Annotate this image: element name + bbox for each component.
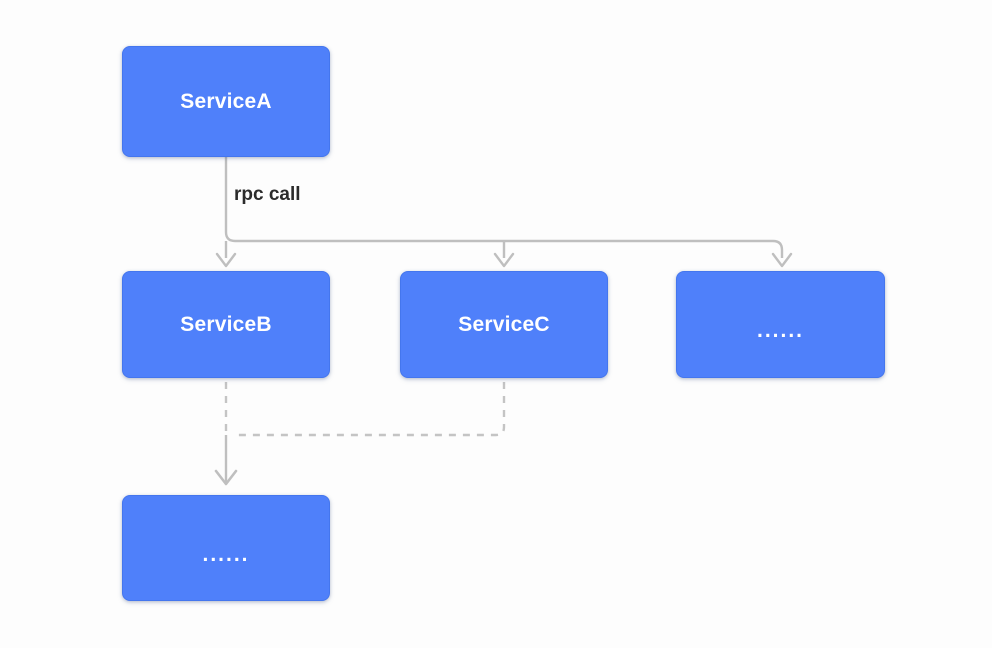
edge-bus-to-more-top [495,239,784,258]
node-service-b-label: ServiceB [180,313,272,336]
node-more-top-label: ...... [756,319,804,342]
node-service-c[interactable]: ServiceC [400,271,608,378]
node-more-bottom-label: ...... [202,542,250,566]
node-service-c-label: ServiceC [458,313,550,336]
arrowhead-service-b [215,252,237,268]
arrowhead-service-c [493,252,515,268]
arrowhead-more-top [771,252,793,268]
node-more-bottom[interactable]: ...... [122,495,330,601]
arrowhead-more-bottom [214,469,238,486]
edge-service-c-dashed [232,382,506,437]
node-more-top[interactable]: ...... [676,271,885,378]
edge-label-rpc-call: rpc call [234,184,301,205]
node-service-a-label: ServiceA [180,90,272,113]
node-service-a[interactable]: ServiceA [122,46,330,157]
edge-bus-to-service-b [224,231,495,243]
node-service-b[interactable]: ServiceB [122,271,330,378]
